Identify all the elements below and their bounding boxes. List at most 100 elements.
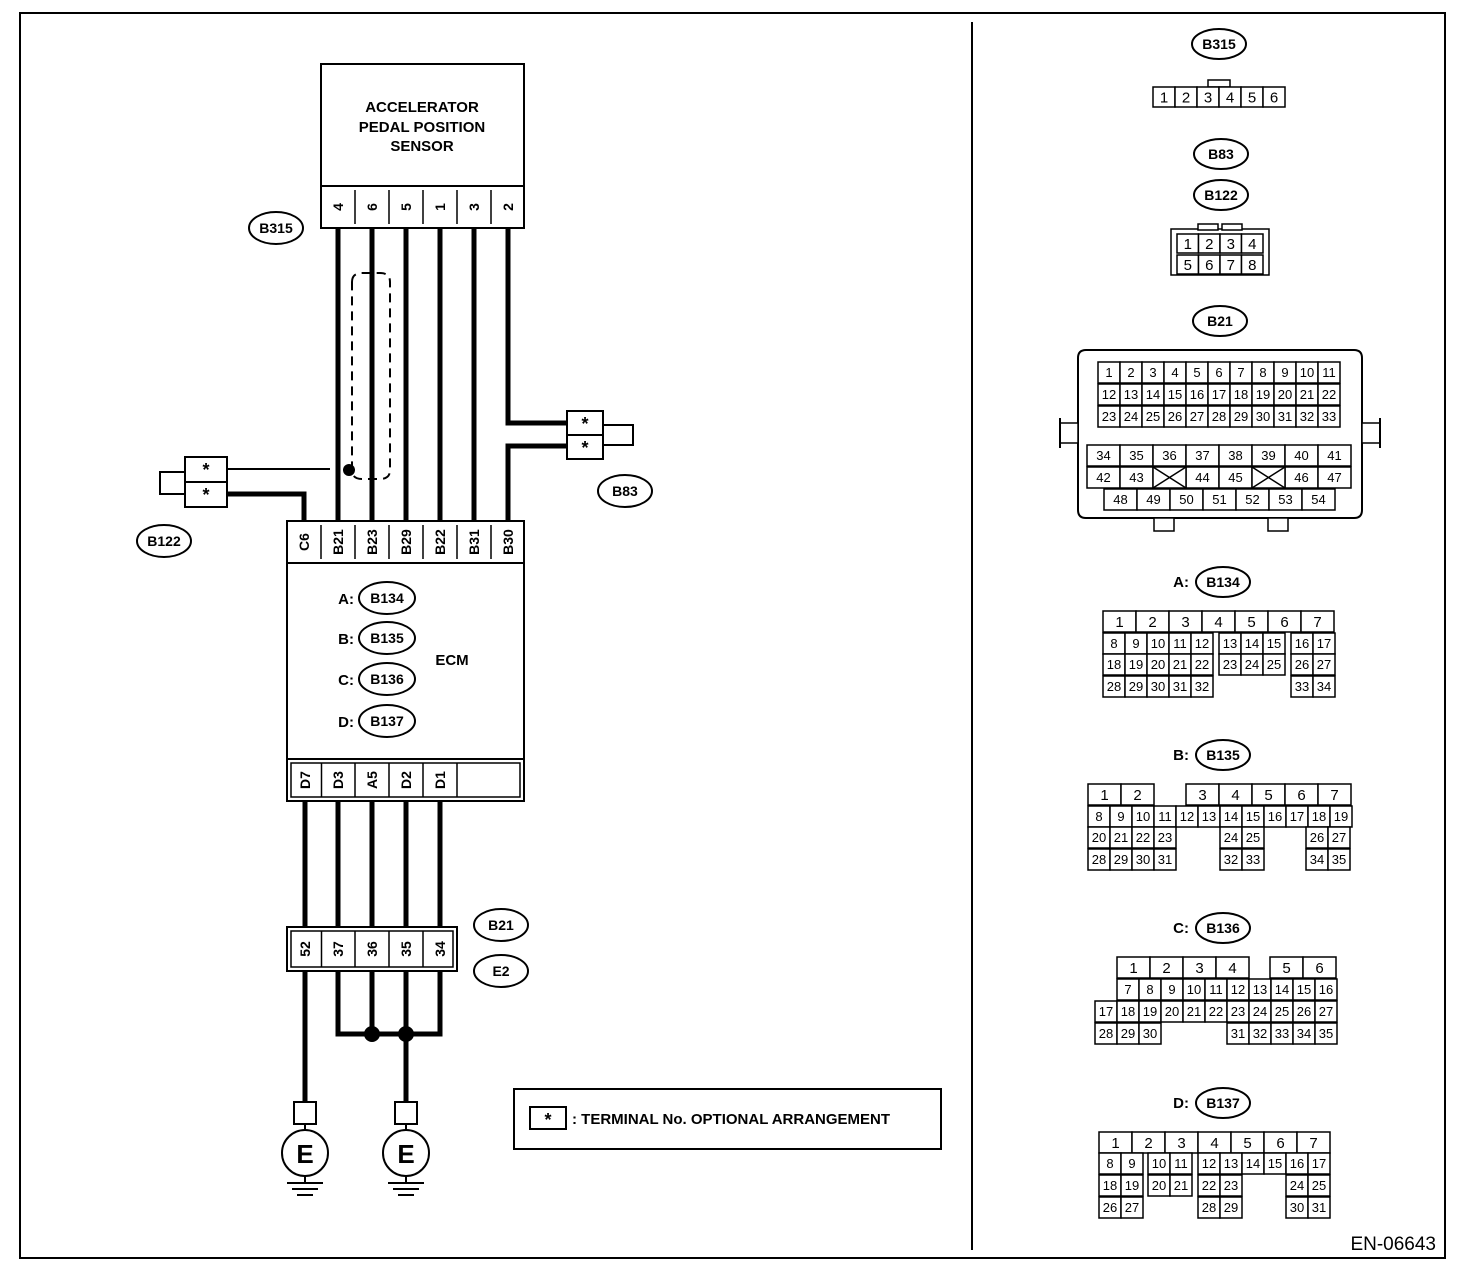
cell-2: 2 bbox=[1162, 960, 1170, 977]
cell-16: 16 bbox=[1190, 387, 1204, 402]
sensor-label-1: ACCELERATOR bbox=[365, 99, 479, 116]
ground-2-label: E bbox=[397, 1139, 414, 1169]
splice-2 bbox=[398, 1026, 414, 1042]
cell-54: 54 bbox=[1311, 492, 1325, 507]
ecm-pin-d7: D7 bbox=[297, 771, 313, 789]
cell-frame bbox=[1317, 405, 1341, 428]
face-b136-tag: B136 bbox=[1206, 920, 1240, 936]
cell-28: 28 bbox=[1212, 409, 1226, 424]
cell-25: 25 bbox=[1312, 1178, 1326, 1193]
cell-30: 30 bbox=[1143, 1026, 1157, 1041]
cell-22: 22 bbox=[1322, 387, 1336, 402]
cell-frame bbox=[1169, 1174, 1193, 1197]
ecm-pin-d3: D3 bbox=[330, 771, 346, 789]
cell-frame bbox=[1262, 653, 1286, 676]
cell-33: 33 bbox=[1322, 409, 1336, 424]
cell-30: 30 bbox=[1290, 1200, 1304, 1215]
cell-9: 9 bbox=[1128, 1156, 1135, 1171]
cell-cross bbox=[1251, 466, 1286, 489]
cell-16: 16 bbox=[1295, 636, 1309, 651]
cell-22: 22 bbox=[1136, 830, 1150, 845]
ground-wires bbox=[302, 801, 443, 1102]
cell-18: 18 bbox=[1121, 1004, 1135, 1019]
cell-cross bbox=[1152, 466, 1187, 489]
cell-45: 45 bbox=[1228, 470, 1242, 485]
ecm-pin-b29: B29 bbox=[398, 529, 414, 555]
cell-15: 15 bbox=[1168, 387, 1182, 402]
ecm-pin-a5: A5 bbox=[364, 771, 380, 789]
cell-frame bbox=[1312, 653, 1336, 676]
cell-12: 12 bbox=[1202, 1156, 1216, 1171]
cell-21: 21 bbox=[1174, 1178, 1188, 1193]
cell-frame bbox=[1302, 956, 1337, 979]
legend-box: * : TERMINAL No. OPTIONAL ARRANGEMENT bbox=[513, 1088, 942, 1150]
cell-15: 15 bbox=[1246, 809, 1260, 824]
legend-text: : TERMINAL No. OPTIONAL ARRANGEMENT bbox=[572, 1111, 890, 1128]
cell-26: 26 bbox=[1297, 1004, 1311, 1019]
cell-14: 14 bbox=[1245, 636, 1259, 651]
cell-28: 28 bbox=[1107, 679, 1121, 694]
face-b21-tag: B21 bbox=[1207, 313, 1233, 329]
cell-3: 3 bbox=[1149, 365, 1156, 380]
cell-1: 1 bbox=[1111, 1135, 1119, 1152]
wire-b122-c6 bbox=[227, 491, 307, 523]
b21-pin-37: 37 bbox=[330, 941, 346, 957]
cell-5: 5 bbox=[1184, 257, 1192, 274]
b21-pin-52: 52 bbox=[297, 941, 313, 957]
figure-id: EN-06643 bbox=[1350, 1234, 1436, 1255]
cell-1: 1 bbox=[1115, 614, 1123, 631]
face-d-prefix: D: bbox=[1173, 1095, 1189, 1112]
cell-33: 33 bbox=[1295, 679, 1309, 694]
b315-tag: B315 bbox=[248, 211, 304, 245]
ecm-pin-b21: B21 bbox=[330, 529, 346, 555]
cell-29: 29 bbox=[1121, 1026, 1135, 1041]
cell-23: 23 bbox=[1231, 1004, 1245, 1019]
cell-28: 28 bbox=[1099, 1026, 1113, 1041]
cell-5: 5 bbox=[1243, 1135, 1251, 1152]
cell-12: 12 bbox=[1195, 636, 1209, 651]
cell-27: 27 bbox=[1319, 1004, 1333, 1019]
cell-29: 29 bbox=[1234, 409, 1248, 424]
cell-7: 7 bbox=[1330, 787, 1338, 804]
ecm-pin-d2: D2 bbox=[398, 771, 414, 789]
cell-6: 6 bbox=[1205, 257, 1213, 274]
cell-36: 36 bbox=[1162, 448, 1176, 463]
cell-frame bbox=[1241, 848, 1265, 871]
ground-2: E bbox=[382, 1101, 430, 1196]
cell-24: 24 bbox=[1124, 409, 1138, 424]
cell-24: 24 bbox=[1290, 1178, 1304, 1193]
cell-1: 1 bbox=[1184, 236, 1192, 253]
cell-48: 48 bbox=[1113, 492, 1127, 507]
cell-frame bbox=[1120, 1174, 1144, 1197]
b122-joint-connector: * * B122 bbox=[136, 456, 228, 558]
cell-frame bbox=[1317, 466, 1352, 489]
cell-22: 22 bbox=[1209, 1004, 1223, 1019]
cell-14: 14 bbox=[1224, 809, 1238, 824]
cell-32: 32 bbox=[1224, 852, 1238, 867]
cell-8: 8 bbox=[1106, 1156, 1113, 1171]
cell-4: 4 bbox=[1214, 614, 1222, 631]
cell-12: 12 bbox=[1180, 809, 1194, 824]
sensor-wires bbox=[227, 228, 567, 523]
cell-43: 43 bbox=[1129, 470, 1143, 485]
cell-3: 3 bbox=[1204, 89, 1212, 106]
cell-16: 16 bbox=[1319, 982, 1333, 997]
cell-26: 26 bbox=[1168, 409, 1182, 424]
cell-18: 18 bbox=[1234, 387, 1248, 402]
cell-frame bbox=[1262, 86, 1286, 108]
cell-7: 7 bbox=[1124, 982, 1131, 997]
cell-40: 40 bbox=[1294, 448, 1308, 463]
b122-tag-label: B122 bbox=[147, 533, 181, 549]
ecm-b137-label: B137 bbox=[370, 713, 404, 729]
cell-25: 25 bbox=[1146, 409, 1160, 424]
cell-7: 7 bbox=[1237, 365, 1244, 380]
cell-5: 5 bbox=[1248, 89, 1256, 106]
cell-frame bbox=[1190, 653, 1214, 676]
cell-3: 3 bbox=[1227, 236, 1235, 253]
ecm-bottom-connector bbox=[286, 758, 525, 802]
cell-10: 10 bbox=[1187, 982, 1201, 997]
cell-5: 5 bbox=[1193, 365, 1200, 380]
sensor-pin-1: 1 bbox=[432, 203, 448, 211]
